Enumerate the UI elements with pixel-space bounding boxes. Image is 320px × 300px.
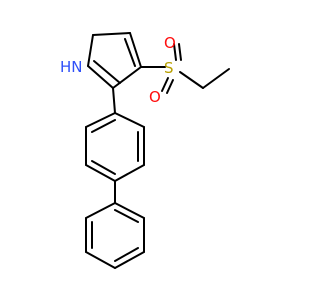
amine-atom-label: HN: [60, 58, 83, 76]
sulfur-atom-label: S: [164, 59, 174, 77]
central-phenyl-ring: [85, 87, 145, 182]
pyrrole-ring: [87, 32, 142, 89]
oxygen-atom-label-bottom: O: [149, 88, 161, 106]
terminal-phenyl-ring: [85, 202, 145, 269]
ethylsulfonyl-group: [140, 43, 230, 94]
molecule-structure: S O O HN: [60, 32, 230, 269]
oxygen-atom-label-top: O: [164, 34, 176, 52]
